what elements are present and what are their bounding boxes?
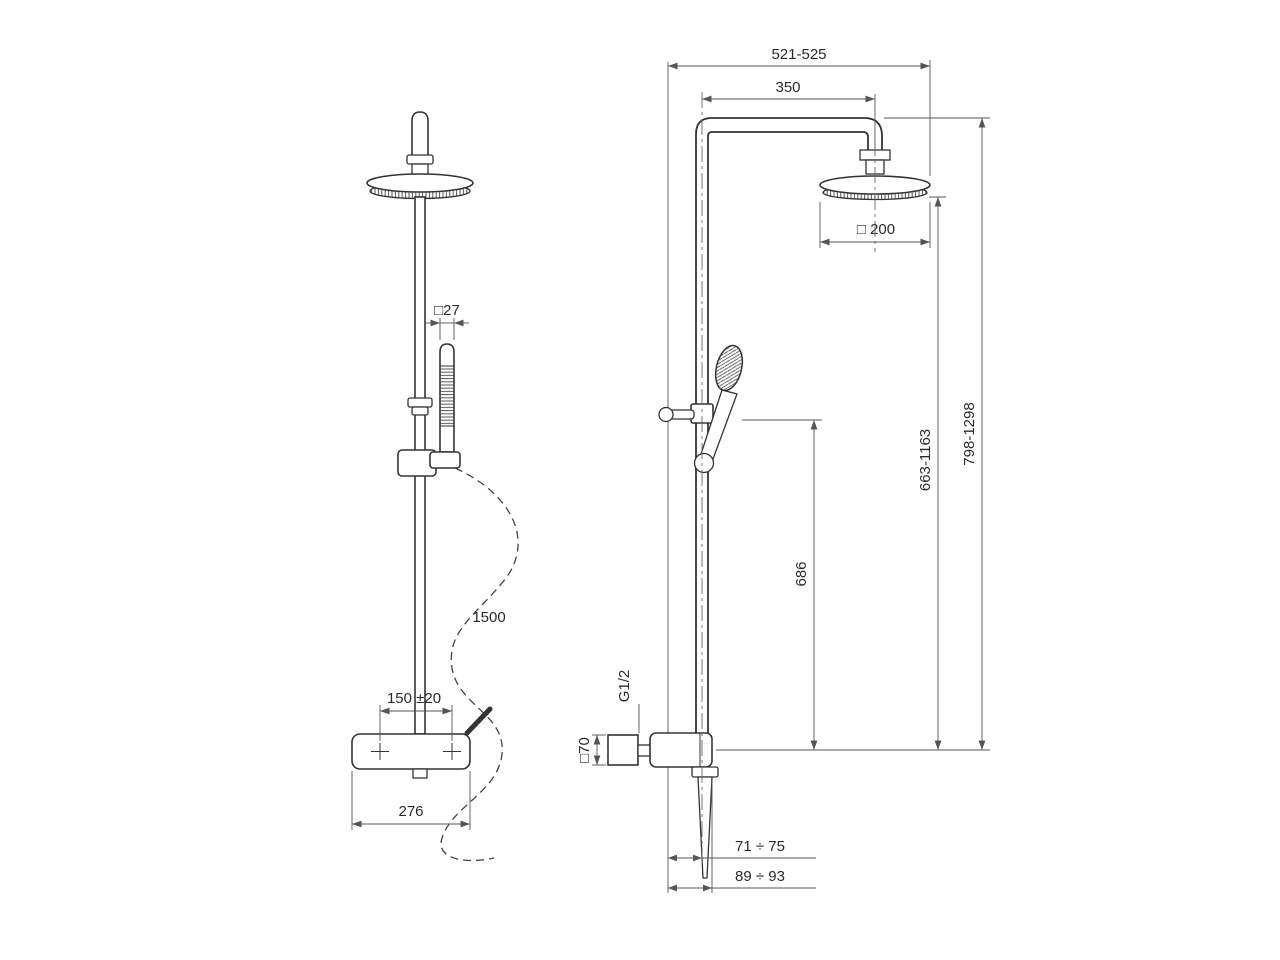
dim-thread: G1/2 bbox=[616, 670, 640, 733]
dim-label-overall-height: 798-1298 bbox=[961, 402, 978, 465]
dim-label-mixer-width: 276 bbox=[398, 803, 423, 820]
dim-label-inlet-spacing: 150 ±20 bbox=[387, 690, 441, 707]
dim-hand-shower-square: □27 bbox=[425, 302, 469, 340]
front-hand-shower-holder bbox=[397, 449, 461, 477]
front-top-pipe bbox=[406, 111, 434, 179]
dim-wall-to-outlet: 89 ÷ 93 bbox=[668, 780, 816, 893]
dim-label-hand-shower-square: □27 bbox=[434, 302, 460, 319]
inlet-center-mark-left bbox=[371, 743, 389, 760]
dim-label-wall-to-axis: 71 ÷ 75 bbox=[735, 838, 785, 855]
slider-knob bbox=[658, 406, 674, 423]
mixer-handle bbox=[464, 706, 493, 736]
dim-label-head-square: □ 200 bbox=[857, 221, 895, 238]
mixer-body bbox=[351, 733, 471, 770]
side-riser-and-arm bbox=[695, 117, 883, 733]
front-mixer bbox=[351, 706, 493, 779]
side-hand-shower bbox=[693, 344, 744, 474]
dim-flange-square: □70 bbox=[576, 734, 606, 766]
front-shower-head bbox=[366, 173, 474, 200]
dim-hose-length: 1500 bbox=[472, 609, 505, 626]
front-view: □27 1500 150 ±20 276 bbox=[351, 111, 519, 862]
side-view: 521-525 350 □ 200 798-1298 663-1163 bbox=[576, 46, 990, 893]
dim-label-holder-height: 686 bbox=[793, 561, 810, 586]
side-slider-collar bbox=[658, 403, 714, 424]
side-hand-shower-head bbox=[714, 344, 744, 392]
dim-head-height: 663-1163 bbox=[917, 196, 946, 750]
side-mixer-body bbox=[649, 732, 713, 768]
dim-label-head-height: 663-1163 bbox=[917, 429, 934, 491]
dim-holder-height: 686 bbox=[742, 419, 822, 750]
inlet-center-mark-right bbox=[443, 743, 461, 760]
flexible-hose bbox=[440, 467, 519, 862]
side-hand-shower-handle bbox=[700, 389, 738, 460]
front-slider bbox=[407, 397, 433, 416]
dim-inlet-spacing: 150 ±20 bbox=[379, 690, 453, 741]
dim-label-flange-square: □70 bbox=[576, 737, 593, 763]
dim-label-hose-length: 1500 bbox=[472, 609, 505, 626]
dim-overall-height: 798-1298 bbox=[884, 117, 990, 750]
front-hand-shower bbox=[439, 343, 455, 453]
shower-head-disc bbox=[366, 173, 474, 193]
bottom-outlet-nut bbox=[691, 766, 719, 778]
dim-label-thread: G1/2 bbox=[616, 670, 633, 703]
dim-label-wall-to-outlet: 89 ÷ 93 bbox=[735, 868, 785, 885]
side-mixer bbox=[607, 732, 719, 879]
dim-wall-to-axis: 71 ÷ 75 bbox=[668, 838, 816, 862]
hose-ball-joint bbox=[693, 452, 715, 474]
dim-label-arm-reach: 350 bbox=[775, 79, 800, 96]
dim-arm-reach: 350 bbox=[702, 79, 876, 148]
dim-mixer-width: 276 bbox=[351, 771, 471, 830]
hand-shower-grip-hatch bbox=[439, 365, 455, 427]
wall-flange bbox=[607, 734, 639, 766]
mixer-bottom-outlet bbox=[412, 768, 428, 779]
dim-label-overall-reach: 521-525 bbox=[771, 46, 826, 63]
bottom-outlet-tube bbox=[697, 776, 713, 879]
